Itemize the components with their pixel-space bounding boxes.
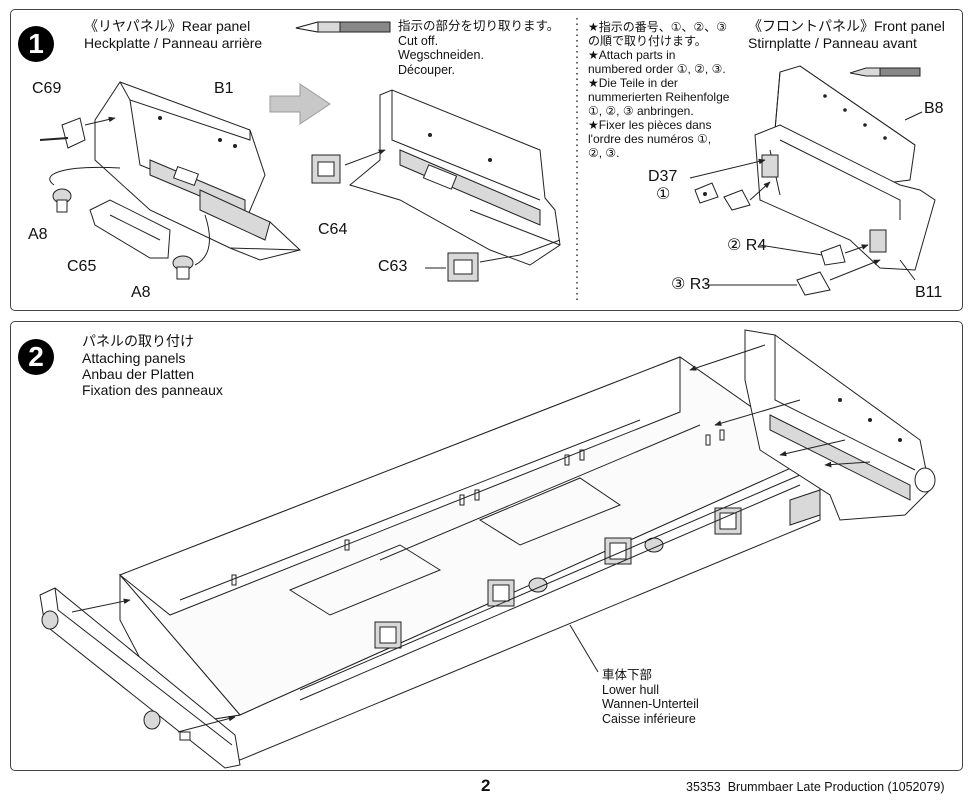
page-number: 2: [481, 776, 491, 795]
part-label-c69: C69: [32, 80, 62, 97]
arrow-rear-1: [71, 598, 131, 613]
arrow-front-4: [824, 461, 871, 468]
attach-order-note: ★指示の番号、①、②、③ の順で取り付けます。 ★Attach parts in…: [588, 20, 730, 160]
part-label-c64: C64: [318, 221, 348, 238]
part-c63: [425, 252, 479, 282]
part-c69: [39, 116, 116, 149]
leader-lower-hull: [569, 624, 599, 673]
hobby-knife-icon: [295, 21, 391, 33]
rear-panel-part-b1: [94, 81, 302, 261]
hobby-knife-icon-front: [849, 67, 921, 77]
arrow-rear-2: [177, 715, 236, 733]
rear-panel-step2: [39, 587, 241, 769]
front-panel-subtitle: Stirnplatte / Panneau avant: [748, 35, 917, 51]
rear-panel-subtitle: Heckplatte / Panneau arrière: [84, 35, 263, 51]
rear-panel-assembled: [348, 89, 561, 266]
arrow-front-3: [779, 439, 846, 457]
arrow-front-2: [714, 399, 801, 426]
part-c65: [89, 199, 171, 259]
part-label-b1: B1: [214, 80, 234, 97]
part-label-c63: C63: [378, 258, 408, 275]
part-r3: [705, 259, 881, 296]
part-label-b11: B11: [915, 284, 943, 301]
lower-hull: [119, 356, 822, 761]
step2-panel: [10, 321, 963, 771]
step2-title-jp: パネルの取り付け: [82, 333, 194, 349]
lower-hull-label: 車体下部 Lower hull Wannen-Unterteil Caisse …: [602, 668, 699, 726]
hull-fittings: [374, 507, 742, 649]
cut-off-note: 指示の部分を切り取ります。 Cut off. Wegschneiden. Déc…: [398, 19, 560, 77]
order-marker-1: ①: [656, 186, 671, 203]
step2-number: 2: [18, 339, 54, 375]
step1-number: 1: [18, 26, 54, 62]
part-r4-bracket: [723, 181, 869, 266]
front-panel-part-b8: [774, 65, 916, 186]
product-footer: 35353 Brummbaer Late Production (1052079…: [686, 780, 945, 794]
leader-b11: [899, 259, 916, 281]
part-label-a8-top: A8: [28, 226, 48, 243]
part-label-d37: D37: [648, 168, 678, 185]
front-panel-part-b11: [754, 124, 936, 271]
part-label-r3: ③ R3: [671, 276, 711, 293]
step1-panel: [10, 9, 963, 311]
front-panel-title: 《フロントパネル》Front panel: [748, 18, 945, 34]
part-a8-bottom: [172, 214, 210, 280]
part-d37: [689, 158, 766, 204]
part-label-c65: C65: [67, 258, 97, 275]
part-c64: [311, 149, 386, 184]
step2-title-en: Attaching panels: [82, 350, 186, 366]
leader-b8: [904, 111, 923, 121]
rear-panel-title: 《リヤパネル》Rear panel: [84, 18, 251, 34]
part-a8-top: [49, 166, 121, 213]
step2-title-de: Anbau der Platten: [82, 366, 195, 382]
part-label-r4: ② R4: [727, 237, 767, 254]
front-panel-assembled: [744, 329, 936, 521]
part-label-a8-bottom: A8: [131, 284, 151, 301]
part-label-b8: B8: [924, 100, 944, 117]
step-arrow-icon: [269, 83, 331, 125]
step2-title-fr: Fixation des panneaux: [82, 382, 223, 398]
arrow-front-1: [689, 344, 766, 371]
